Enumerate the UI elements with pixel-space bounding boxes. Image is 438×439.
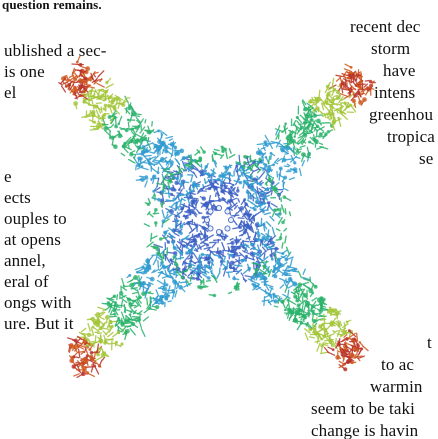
left-column-line: ure. But it bbox=[4, 314, 74, 333]
right-column-line: have bbox=[383, 61, 416, 80]
right-column-line: storm bbox=[371, 39, 411, 58]
left-column-line: el bbox=[4, 83, 17, 102]
left-column-line: ouples to bbox=[4, 209, 67, 228]
left-column-line: ects bbox=[4, 188, 31, 207]
right-column-line: se bbox=[419, 149, 434, 168]
left-column-line: ublished a sec- bbox=[4, 41, 107, 60]
right-column-line: recent dec bbox=[350, 17, 421, 36]
right-column-line: tropica bbox=[387, 127, 435, 146]
right-column-line: t bbox=[427, 333, 432, 352]
left-column-line: at opens bbox=[4, 230, 61, 249]
central-pore bbox=[210, 211, 228, 229]
molecule-arm bbox=[58, 55, 221, 226]
left-column-line: ongs with bbox=[4, 293, 72, 312]
left-column-line: e bbox=[4, 167, 12, 186]
molecule-arm bbox=[217, 216, 369, 372]
molecule-arm bbox=[67, 214, 223, 379]
right-column-line: warmin bbox=[370, 377, 423, 396]
right-column-line: seem to be taki bbox=[311, 399, 415, 418]
left-column-line: is one bbox=[4, 62, 45, 81]
left-column-top-line: question remains. bbox=[2, 0, 102, 12]
right-column-line: change is havin bbox=[311, 421, 419, 439]
right-column-line: intens bbox=[374, 83, 416, 102]
left-column-line: eral of bbox=[4, 272, 49, 291]
right-column-line: greenhou bbox=[369, 105, 434, 124]
left-column-line: annel, bbox=[4, 251, 46, 270]
molecule-arm bbox=[217, 63, 376, 221]
right-column-line: to ac bbox=[381, 355, 415, 374]
